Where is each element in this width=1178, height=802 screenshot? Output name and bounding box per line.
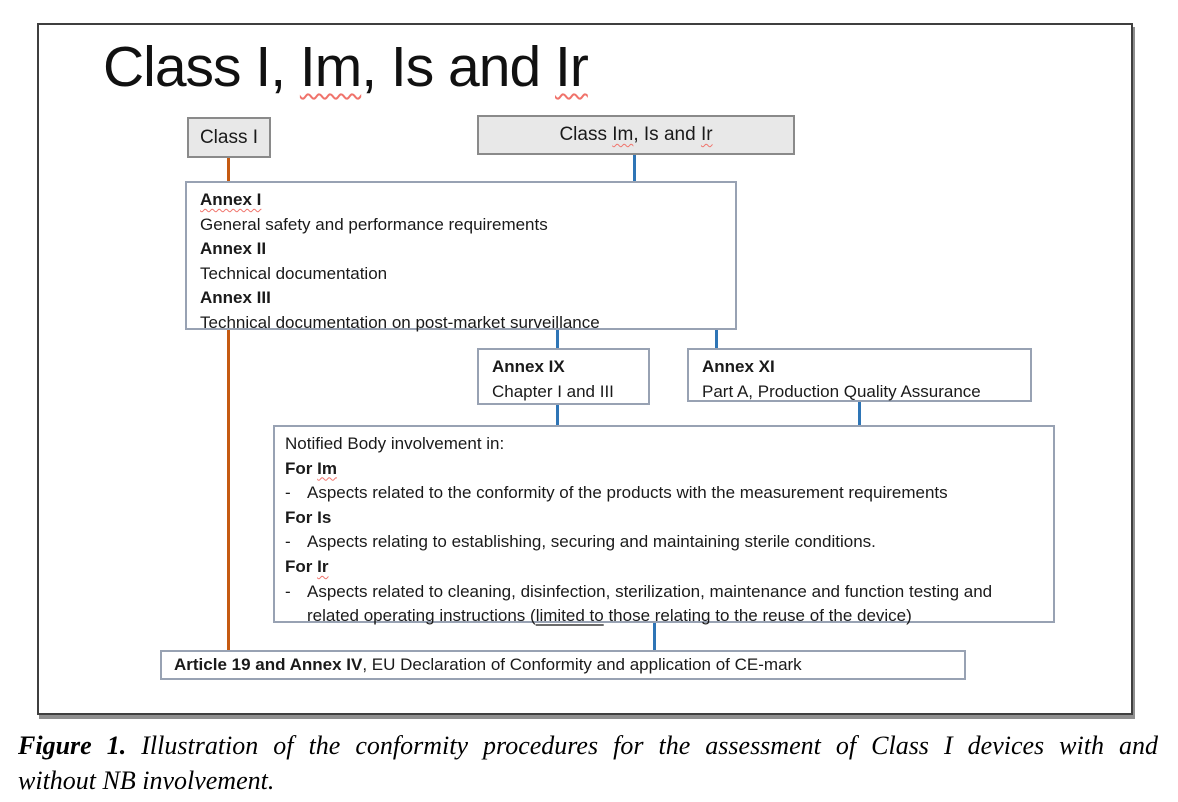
nb-bullet-ir-part: those relating to the reuse of the devic… [603,606,912,626]
nb-heading-is-prefix: For [285,507,318,527]
bullet-dash: - [285,483,291,503]
diagram-title: Class I, Im, Is and Ir [103,35,589,99]
caption-line-2: without NB involvement. [18,766,275,795]
annex-ii-desc: Technical documentation [200,263,388,283]
article-19-node: Article 19 and Annex IV, EU Declaration … [160,650,966,680]
nb-heading-im-prefix: For [285,458,318,478]
nb-heading-im-term: Im [317,458,337,478]
annex-ix-node: Annex IX Chapter I and III [477,348,650,405]
annex-i-desc: General safety and performance requireme… [200,214,548,234]
connector-annex-xi-to-notified-body [858,402,861,426]
bullet-dash: - [285,581,291,601]
class-im-is-ir-node: Class Im, Is and Ir [477,115,795,155]
class-im-label: Class Im, Is and Ir [559,124,712,146]
nb-bullet-ir-underlined: limited to [535,606,604,626]
connector-annex-ix-to-notified-body [556,404,559,426]
caption-line-1: Figure 1. Illustration of the conformity… [18,728,1158,763]
nb-heading-is: For Is [285,506,1043,531]
caption-figure-label: Figure 1. [18,731,127,760]
nb-bullet-is-text: Aspects relating to establishing, securi… [307,532,876,552]
annex-xi-heading: Annex XI [702,357,775,376]
class-im-label-squiggled: Ir [700,124,713,145]
class-im-label-squiggled: Im [612,124,634,145]
bullet-dash: - [285,532,291,552]
nb-heading-im: For Im [285,457,1043,482]
nb-bullet-im: - Aspects related to the conformity of t… [285,481,1043,506]
nb-heading-ir-prefix: For [285,556,318,576]
annex-ix-desc: Chapter I and III [492,381,614,401]
connector-notified-body-to-article [653,622,656,651]
connector-annex-to-annex-ix [556,329,559,349]
title-part-squiggled: Im [299,35,362,99]
class-i-node: Class I [187,117,271,158]
title-part: Class I, [103,35,300,99]
annex-iii-heading: Annex III [200,288,271,308]
annex-xi-node: Annex XI Part A, Production Quality Assu… [687,348,1032,402]
class-im-label-part: Class [559,124,613,145]
figure-caption: Figure 1. Illustration of the conformity… [18,728,1158,798]
title-part-squiggled: Ir [555,35,589,99]
annex-xi-desc: Part A, Production Quality Assurance [702,381,981,401]
nb-bullet-ir-text: Aspects related to cleaning, disinfectio… [307,580,1043,629]
nb-heading-is-term: Is [317,507,332,527]
class-i-label: Class I [199,126,259,148]
connector-class-im-to-annex [633,155,636,183]
annex-ix-heading: Annex IX [492,357,565,376]
article-19-bold-part: Article 19 and Annex IV [174,655,363,674]
title-part: , Is and [361,35,555,99]
nb-bullet-ir-part: Aspects related to cleaning, disinfectio… [307,581,993,626]
annex-iii-desc: Technical documentation on post-market s… [200,312,600,332]
caption-text-1: Illustration of the conformity procedure… [141,731,1159,760]
article-19-regular-part: , EU Declaration of Conformity and appli… [362,655,802,674]
annex-requirements-node: Annex I General safety and performance r… [185,181,737,332]
annex-ii-heading: Annex II [200,239,267,259]
nb-heading-ir: For Ir [285,555,1043,580]
article-19-text: Article 19 and Annex IV, EU Declaration … [174,655,802,675]
annex-i-heading: Annex I [200,190,262,209]
connector-annex-to-annex-xi [715,329,718,349]
nb-heading-ir-term: Ir [317,556,329,576]
connector-class-i-to-article [227,158,230,650]
notified-body-node: Notified Body involvement in: For Im - A… [273,425,1055,625]
nb-bullet-is: - Aspects relating to establishing, secu… [285,530,1043,555]
nb-bullet-im-text: Aspects related to the conformity of the… [307,483,948,503]
nb-intro: Notified Body involvement in: [285,434,505,453]
class-im-label-part: , Is and [633,124,701,145]
nb-bullet-ir: - Aspects related to cleaning, disinfect… [285,580,1043,629]
